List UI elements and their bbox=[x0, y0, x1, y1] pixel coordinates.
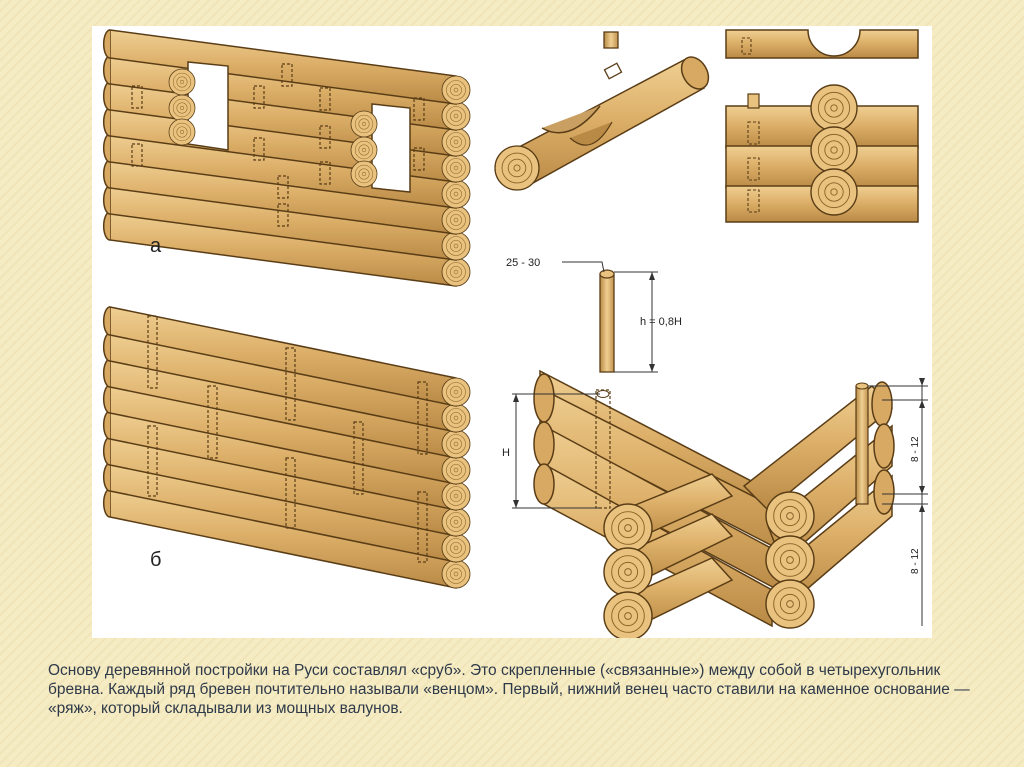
wall-b-with-dowels bbox=[102, 306, 471, 589]
wall-a-log-end bbox=[441, 101, 471, 131]
wall-b-log-end bbox=[441, 507, 471, 537]
label-spacing-bottom: 8 - 12 bbox=[910, 548, 921, 574]
wall-a-log-end bbox=[441, 231, 471, 261]
wall-a-log-end bbox=[441, 205, 471, 235]
log-construction-figure: а б 25 - 30 h = 0,8H H 8 - 12 8 - 12 bbox=[92, 26, 932, 638]
wall-b-log-end bbox=[441, 455, 471, 485]
wall-b-log-end bbox=[441, 377, 471, 407]
wall-b-log-end bbox=[441, 559, 471, 589]
wall-b-log-back-end bbox=[102, 306, 111, 336]
wall-b-dowel-marks bbox=[147, 315, 428, 563]
label-height: H bbox=[502, 447, 510, 459]
wall-b-log-back-end bbox=[102, 462, 111, 492]
wall-a-log-back-end bbox=[102, 81, 111, 111]
wall-a-log-back-end bbox=[102, 185, 111, 215]
corner-joint bbox=[512, 369, 928, 638]
wall-b-log-back-end bbox=[102, 436, 111, 466]
single-log-with-groove bbox=[494, 31, 710, 191]
wall-a-log-end bbox=[441, 153, 471, 183]
label-dowel-diameter: 25 - 30 bbox=[506, 257, 540, 269]
wall-b-log-back-end bbox=[102, 358, 111, 388]
log-construction-diagram: а б 25 - 30 h = 0,8H H 8 - 12 8 - 12 bbox=[102, 29, 928, 638]
label-dowel-height: h = 0,8H bbox=[640, 316, 682, 328]
wall-a-dowel-marks bbox=[131, 63, 425, 227]
wall-b-log-end bbox=[441, 403, 471, 433]
wall-a-log-back-end bbox=[102, 211, 111, 241]
wall-b-log-end bbox=[441, 533, 471, 563]
wall-a-with-windows bbox=[102, 29, 471, 287]
wall-a-log-back-end bbox=[102, 29, 111, 59]
wall-a-log-end bbox=[441, 179, 471, 209]
wall-a-log-back-end bbox=[102, 55, 111, 85]
wall-b-log-end bbox=[441, 481, 471, 511]
wall-b-log-back-end bbox=[102, 332, 111, 362]
wall-a-log-back-end bbox=[102, 133, 111, 163]
loose-dowel bbox=[603, 31, 619, 49]
wall-a-log-back-end bbox=[102, 159, 111, 189]
dowel-hole-mark bbox=[603, 62, 623, 80]
label-spacing-top: 8 - 12 bbox=[910, 436, 921, 462]
wall-b-log-end bbox=[441, 429, 471, 459]
wall-b-log-back-end bbox=[102, 410, 111, 440]
wall-b-log-back-end bbox=[102, 384, 111, 414]
caption-text: Основу деревянной постройки на Руси сост… bbox=[48, 662, 970, 717]
wall-a-log-back-end bbox=[102, 107, 111, 137]
label-wall-b: б bbox=[150, 549, 161, 571]
window-opening-right bbox=[371, 103, 411, 193]
label-wall-a: а bbox=[150, 235, 162, 257]
wall-a-log-end bbox=[441, 75, 471, 105]
wall-a-log-end bbox=[441, 127, 471, 157]
wall-a-log-end bbox=[441, 257, 471, 287]
section-detail bbox=[725, 29, 919, 223]
dowel-with-dimensions bbox=[562, 261, 658, 373]
wall-b-log-back-end bbox=[102, 488, 111, 518]
